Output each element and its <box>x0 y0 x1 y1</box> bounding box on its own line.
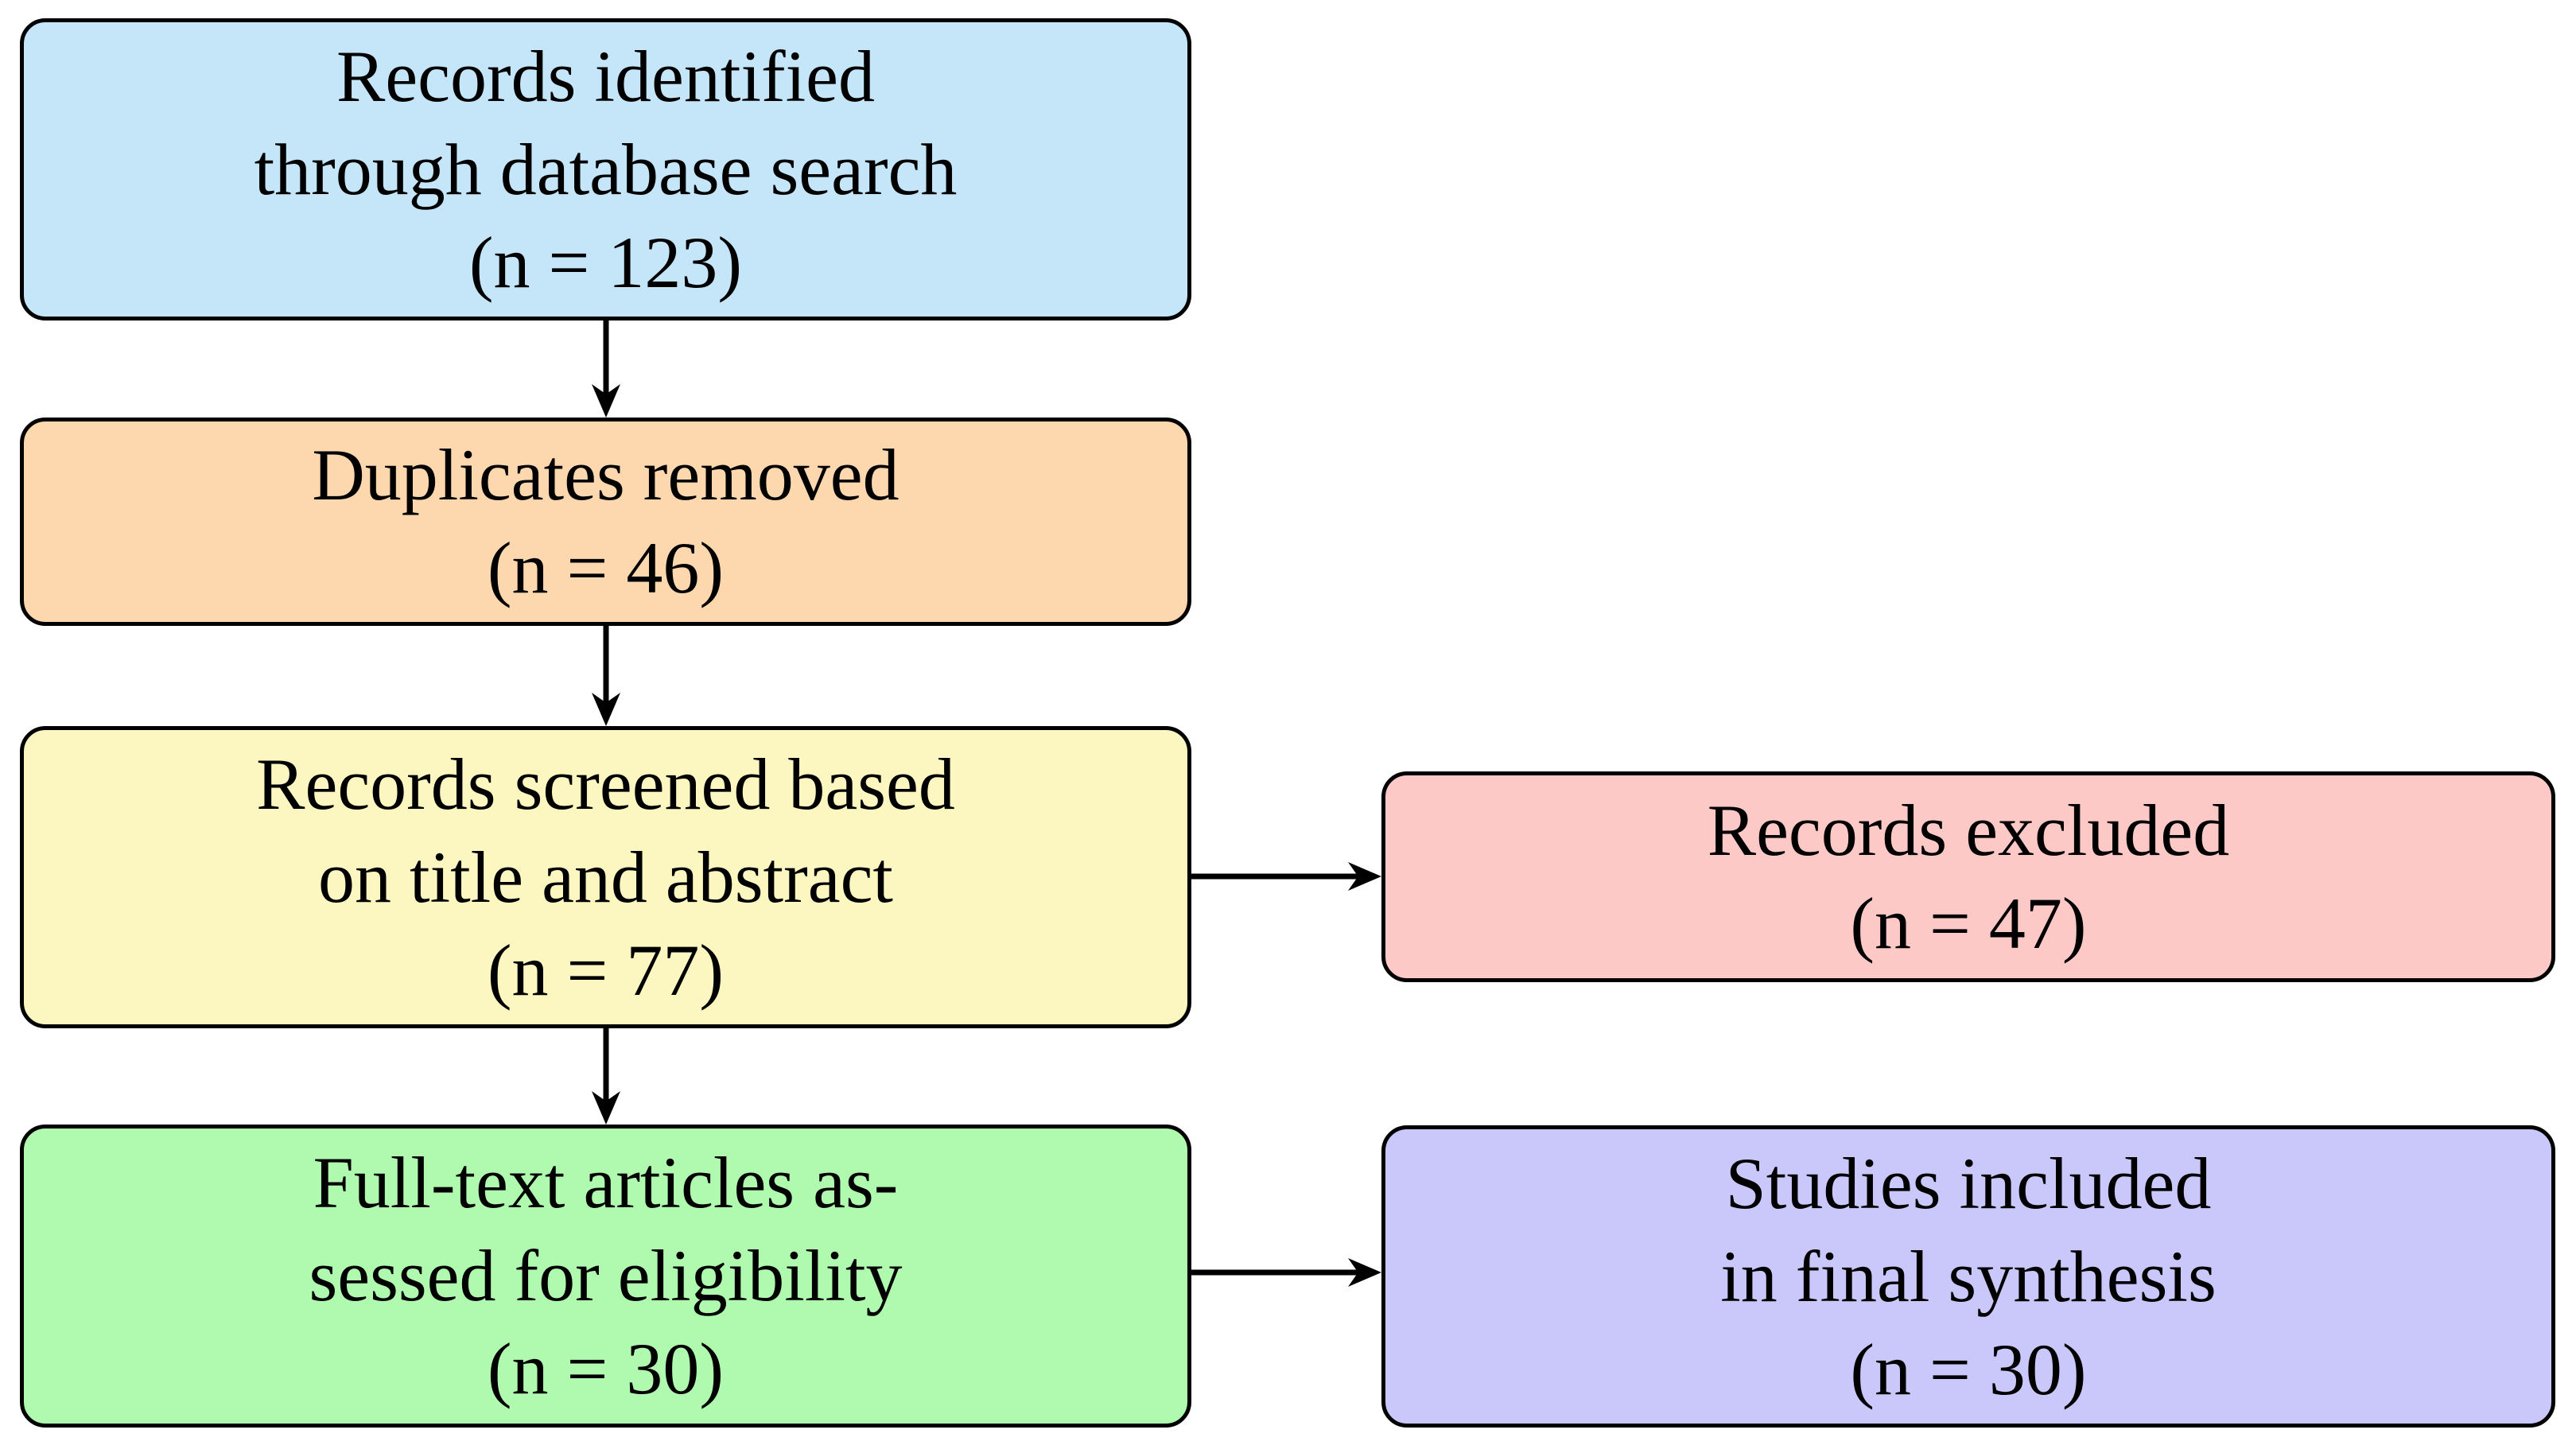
node-text-line: sessed for eligibility <box>309 1235 903 1316</box>
node-count-line: (n = 30) <box>1850 1328 2087 1410</box>
node-duplicates-removed: Duplicates removed (n = 46) <box>20 418 1191 626</box>
node-text-line: Studies included <box>1725 1142 2212 1224</box>
node-count-line: (n = 47) <box>1850 882 2087 964</box>
arrow-fulltext-to-included-head <box>1348 1258 1381 1287</box>
node-text-line: Records excluded <box>1707 789 2230 871</box>
node-count-line: (n = 46) <box>487 527 725 608</box>
node-text-line: Duplicates removed <box>312 434 899 515</box>
node-fulltext-assessed: Full-text articles as- sessed for eligib… <box>20 1125 1191 1428</box>
node-records-excluded: Records excluded (n = 47) <box>1381 771 2555 982</box>
node-records-screened: Records screened based on title and abst… <box>20 726 1191 1028</box>
node-text-line: Records identified <box>336 35 876 117</box>
node-text-line: in final synthesis <box>1720 1235 2217 1317</box>
arrow-screened-to-fulltext-head <box>592 1091 620 1125</box>
node-text-line: Full-text articles as- <box>313 1142 899 1223</box>
node-text-line: through database search <box>254 128 958 210</box>
node-count-line: (n = 123) <box>468 221 743 303</box>
arrow-screened-to-excluded-head <box>1348 862 1381 891</box>
node-studies-included: Studies included in final synthesis (n =… <box>1381 1125 2555 1428</box>
arrow-duplicates-to-screened-head <box>592 693 620 726</box>
node-count-line: (n = 77) <box>487 929 725 1011</box>
node-text-line: on title and abstract <box>318 836 893 918</box>
node-text-line: Records screened based <box>256 743 955 825</box>
node-count-line: (n = 30) <box>487 1328 725 1409</box>
node-records-identified: Records identified through database sear… <box>20 18 1191 320</box>
arrow-identified-to-duplicates-head <box>592 384 620 418</box>
